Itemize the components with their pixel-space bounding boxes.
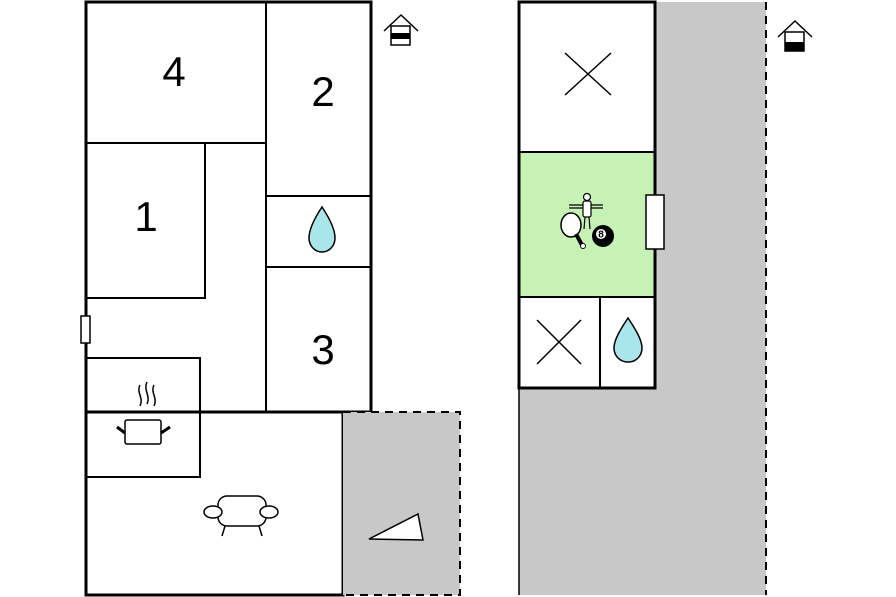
x-mark-icon	[536, 319, 582, 365]
water-drop-icon	[613, 316, 643, 363]
foosball-icon	[569, 192, 603, 230]
upper-floor: 8	[517, 0, 813, 595]
x-mark-icon	[564, 52, 612, 96]
billiard-ball-number: 8	[598, 230, 604, 241]
floor-indicator-icon	[383, 13, 419, 46]
door-icon	[80, 315, 91, 344]
storage-room	[519, 2, 655, 152]
wall	[86, 143, 206, 299]
kitchen-outline	[86, 357, 201, 478]
billiard-ball-icon: 8	[592, 225, 614, 247]
ground-floor: 4 2 1 3	[80, 0, 461, 597]
room-number-3: 3	[311, 326, 334, 373]
room-number-1: 1	[134, 193, 157, 240]
cooking-pot-icon	[116, 381, 171, 445]
floor-indicator-icon	[777, 19, 813, 52]
game-room	[519, 152, 655, 297]
table-tennis-icon	[560, 212, 586, 249]
room-number-4: 4	[162, 48, 185, 95]
door-icon	[645, 194, 665, 250]
sofa-icon	[203, 495, 279, 537]
room-number-2: 2	[311, 68, 334, 115]
terrace-icon	[368, 512, 424, 541]
terrace-area	[343, 412, 460, 595]
terrace-outline	[343, 411, 461, 596]
water-drop-icon	[308, 205, 336, 253]
